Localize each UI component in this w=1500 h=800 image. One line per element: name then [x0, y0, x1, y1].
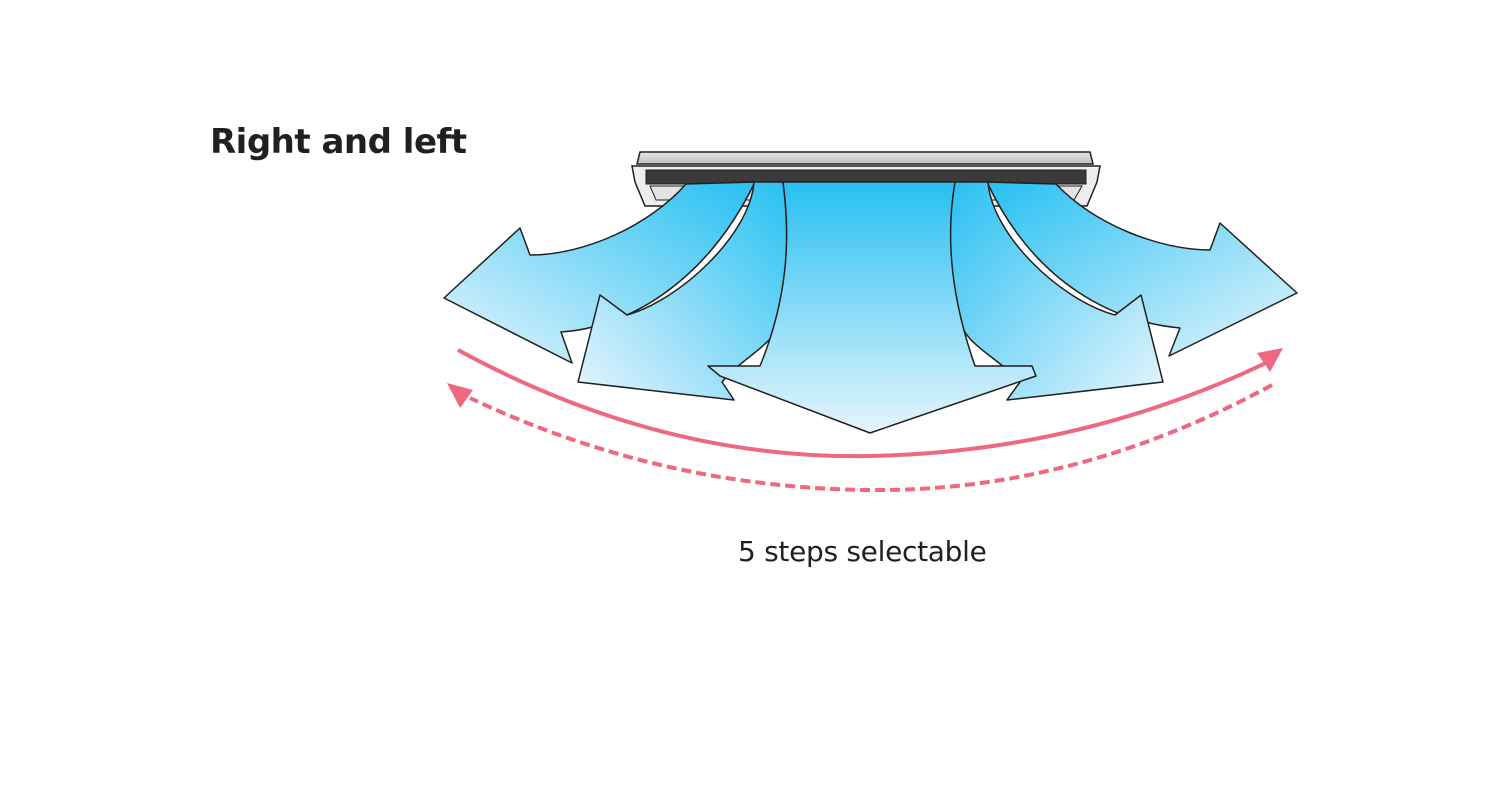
swing-arrowhead-right	[1257, 348, 1283, 372]
caption-steps: 5 steps selectable	[738, 535, 987, 568]
section-title: Right and left	[210, 122, 467, 162]
swing-range-arrow-icon	[447, 348, 1283, 493]
airflow-arrow-center	[707, 181, 1037, 434]
airflow-arrow-far-right	[986, 181, 1298, 357]
airflow-arrow-far-left	[443, 181, 756, 364]
swing-arrow-dashed	[469, 383, 1273, 493]
swing-arrowhead-left	[447, 383, 473, 408]
swing-arrow-solid	[457, 348, 1269, 459]
